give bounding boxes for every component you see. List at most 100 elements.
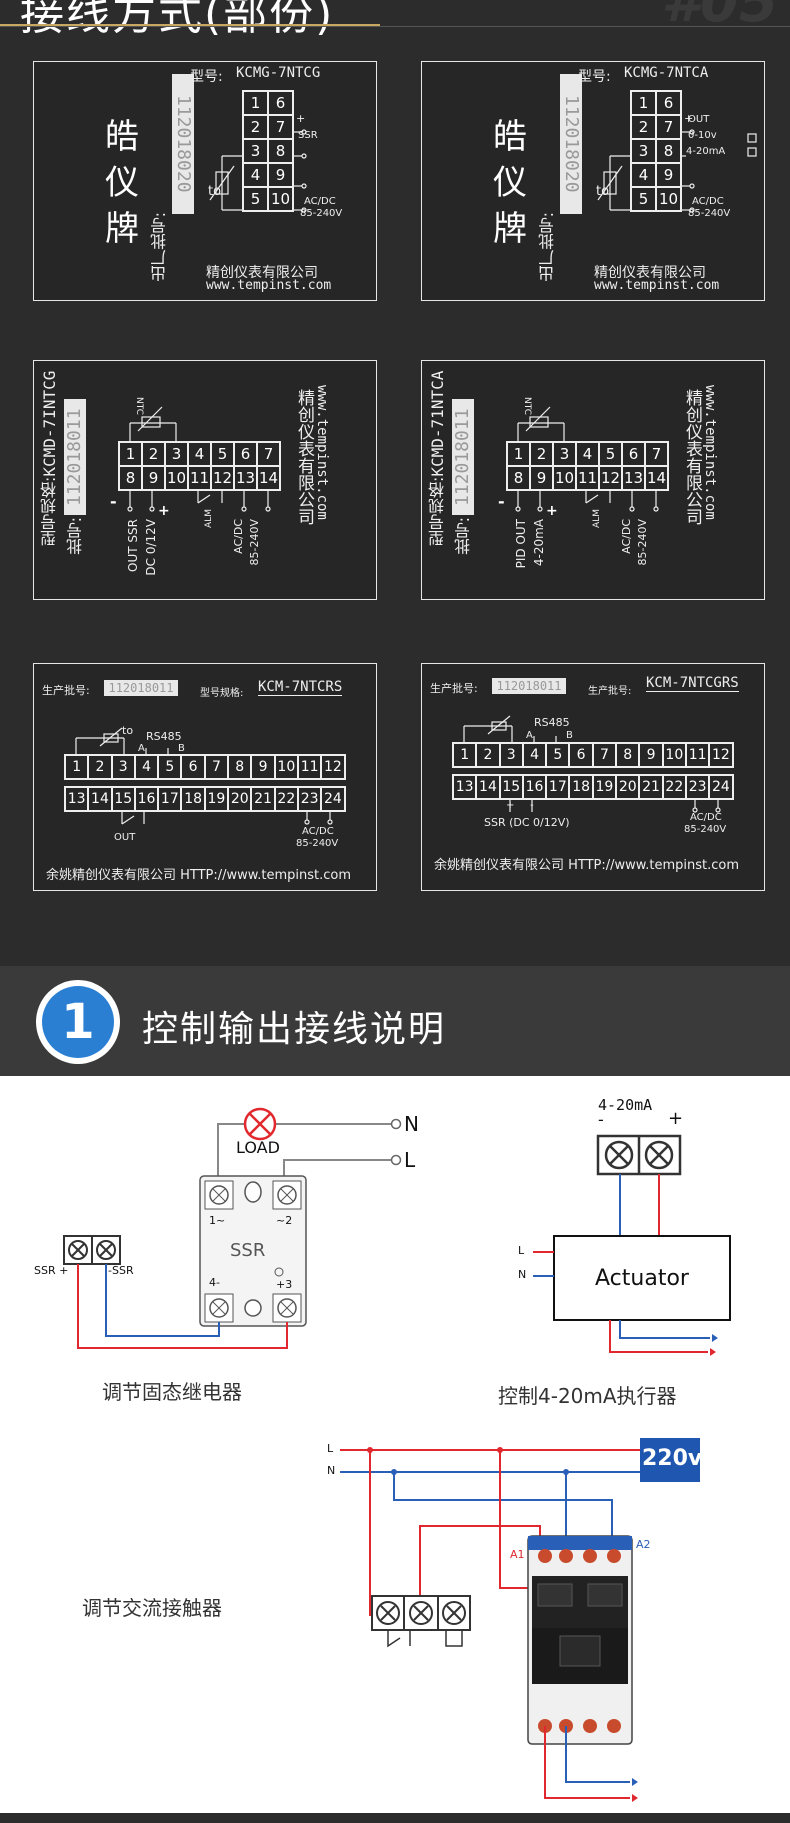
terminal-cell: 1 xyxy=(453,743,477,767)
ssr-terminal-3: +3 xyxy=(276,1278,293,1291)
actuator-neutral-label: N xyxy=(518,1268,527,1281)
voltage-label: 220v xyxy=(642,1446,703,1471)
ssr-diagram xyxy=(63,1107,402,1349)
out-label: OUT xyxy=(114,832,136,843)
terminal-cell: 13 xyxy=(453,775,477,799)
terminal-cell: 17 xyxy=(546,775,570,799)
terminal-cell: 10 xyxy=(553,466,576,490)
terminal-cell: 9 xyxy=(268,163,293,187)
neutral-label: N xyxy=(404,1112,419,1136)
terminal-cell: 12 xyxy=(709,743,733,767)
actuator-box-icon xyxy=(553,1235,731,1321)
terminal-cell: 9 xyxy=(251,755,275,779)
terminal-cell: 24 xyxy=(321,787,345,811)
ssr-terminal-4: 4- xyxy=(209,1276,220,1289)
svg-text:+: + xyxy=(546,503,558,519)
terminal-cell: 1 xyxy=(243,91,268,115)
load-label: LOAD xyxy=(236,1138,280,1157)
terminal-cell: 3 xyxy=(165,442,188,466)
company-name: 精创仪表有限公司 xyxy=(594,265,706,281)
company-name: 精创仪表有限公司 xyxy=(206,265,318,281)
terminal-cell: 24 xyxy=(709,775,733,799)
terminal-cell: 5 xyxy=(243,187,268,211)
model-name: KCMG-7NTCG xyxy=(236,65,321,81)
model-name: KCM-7NTCRS xyxy=(258,679,343,696)
terminal-cell: 8 xyxy=(616,743,640,767)
power-label: AC/DC xyxy=(302,826,334,837)
terminal-cell: 18 xyxy=(569,775,593,799)
ntc-label: NTC xyxy=(134,397,144,415)
batch-label: 生产批号: xyxy=(430,682,478,695)
terminal-cell: 2 xyxy=(243,115,268,139)
terminal-cell: 2 xyxy=(88,755,112,779)
actuator-plus: + xyxy=(668,1108,684,1129)
terminal-cell: 12 xyxy=(321,755,345,779)
power-label: AC/DC xyxy=(692,196,724,207)
terminal-cell: 4 xyxy=(576,442,599,466)
company-url: www.tempinst.com xyxy=(314,385,330,520)
batch-number: 112018011 xyxy=(492,678,566,694)
terminal-cell: 11 xyxy=(685,743,710,767)
ssr-caption: 调节固态继电器 xyxy=(102,1380,242,1404)
terminal-cell: 13 xyxy=(234,466,257,490)
terminal-cell: 17 xyxy=(158,787,182,811)
contactor-diagram xyxy=(340,1438,700,1802)
terminal-cell: 16 xyxy=(134,787,159,811)
terminal-cell: 3 xyxy=(111,755,135,779)
terminal-cell: 21 xyxy=(639,775,663,799)
terminal-cell: 5 xyxy=(158,755,182,779)
terminal-cell: 13 xyxy=(65,787,89,811)
terminal-cell: 22 xyxy=(274,787,298,811)
rs485-a: A xyxy=(138,743,145,754)
terminal-cell: 2 xyxy=(476,743,500,767)
ssr-body-label: SSR xyxy=(230,1240,266,1261)
voltage-out-label: 0-10v xyxy=(688,130,717,141)
terminal-cell: 6 xyxy=(569,743,593,767)
line-label: L xyxy=(404,1148,416,1172)
out-label: OUT xyxy=(688,114,710,125)
wiring-diagrams xyxy=(63,1107,731,1802)
terminal-cell: 4 xyxy=(188,442,211,466)
rs485-label: RS485 xyxy=(534,716,570,729)
terminal-cell: 11 xyxy=(188,466,211,490)
brand-name: 皓仪牌 xyxy=(493,117,527,249)
terminal-cell: 10 xyxy=(656,187,681,211)
terminal-cell: 3 xyxy=(553,442,576,466)
terminal-cell: 15 xyxy=(499,775,523,799)
power-range: 85-240V xyxy=(688,208,731,219)
probe-label: to xyxy=(208,184,222,199)
terminal-cell: 1 xyxy=(119,442,142,466)
terminal-cell: 6 xyxy=(656,91,681,115)
wiring-lines: + - xyxy=(463,715,721,813)
section-title: 控制输出接线说明 xyxy=(142,1009,447,1050)
terminal-cell: 8 xyxy=(656,139,681,163)
section-number: #05 xyxy=(661,0,778,35)
section-badge: 1 xyxy=(42,986,114,1058)
terminal-cell: 21 xyxy=(251,787,275,811)
terminal-cell: 8 xyxy=(268,139,293,163)
terminal-cell: 23 xyxy=(685,775,710,799)
rs485-label: RS485 xyxy=(146,730,182,743)
model-label: 型号: xyxy=(190,69,223,85)
actuator-caption: 控制4-20mA执行器 xyxy=(498,1384,677,1408)
rs485-a: A xyxy=(526,730,533,741)
terminal-cell: 6 xyxy=(181,755,205,779)
ssr-terminal-2: ~2 xyxy=(276,1214,293,1227)
terminal-cell: 7 xyxy=(592,743,617,767)
contactor-line-label: L xyxy=(327,1442,334,1455)
terminal-cell: 8 xyxy=(228,755,252,779)
terminal-cell: 23 xyxy=(297,787,322,811)
title-underline xyxy=(0,24,380,26)
terminal-cell: 5 xyxy=(599,442,622,466)
footer-text: 余姚精创仪表有限公司 HTTP://www.tempinst.com xyxy=(434,858,740,873)
terminal-cell: 4 xyxy=(631,163,656,187)
